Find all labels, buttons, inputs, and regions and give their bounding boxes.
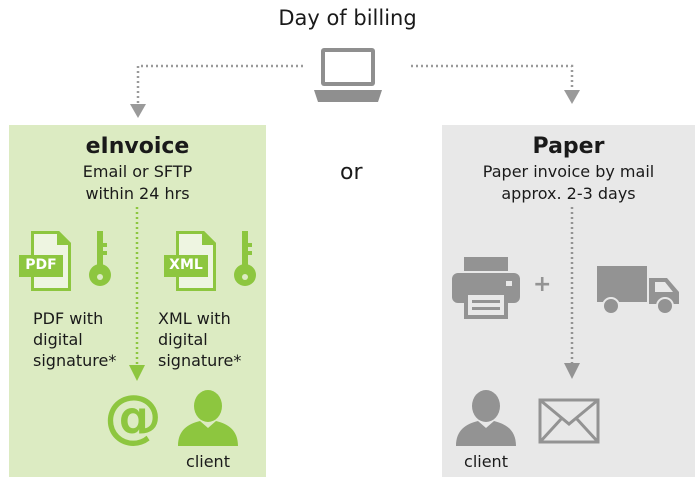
einvoice-title: eInvoice [85,134,190,159]
paper-client-label: client [464,452,508,471]
pdf-caption: PDF with digital signature* [33,308,116,371]
plus-sign: + [533,272,552,297]
key-icon [234,231,256,286]
or-separator: or [340,160,363,185]
einvoice-subtitle-line2: within 24 hrs [85,184,190,203]
key-icon [89,231,111,286]
xml-document-icon [164,231,216,291]
xml-caption-line1: XML with [158,309,231,328]
einvoice-subtitle-line1: Email or SFTP [82,162,193,181]
printer-icon [452,257,520,319]
einvoice-panel [9,125,266,477]
paper-subtitle-line1: Paper invoice by mail [482,162,655,181]
envelope-icon [538,398,600,444]
pdf-caption-line1: PDF with [33,309,104,328]
email-at-icon: @ [104,382,162,450]
client-person-icon [456,390,516,446]
diagram-title: Day of billing [278,6,417,30]
paper-subtitle-line2: approx. 2-3 days [501,184,636,203]
delivery-truck-icon [597,266,679,315]
einvoice-client-label: client [186,452,230,471]
xml-caption-line2: digital [158,330,208,349]
pdf-document-icon [19,231,71,291]
paper-flow-arrow [564,207,580,379]
paper-title: Paper [532,134,605,159]
pdf-caption-line3: signature* [33,351,117,370]
einvoice-flow-arrow [129,207,145,381]
pdf-caption-line2: digital [33,330,83,349]
xml-caption: XML with digital signature* [158,308,241,371]
xml-badge: XML [169,257,203,273]
client-person-icon [178,390,238,446]
top-connectors [130,64,580,118]
pdf-badge: PDF [25,257,57,273]
xml-caption-line3: signature* [158,351,242,370]
laptop-icon [314,48,382,102]
